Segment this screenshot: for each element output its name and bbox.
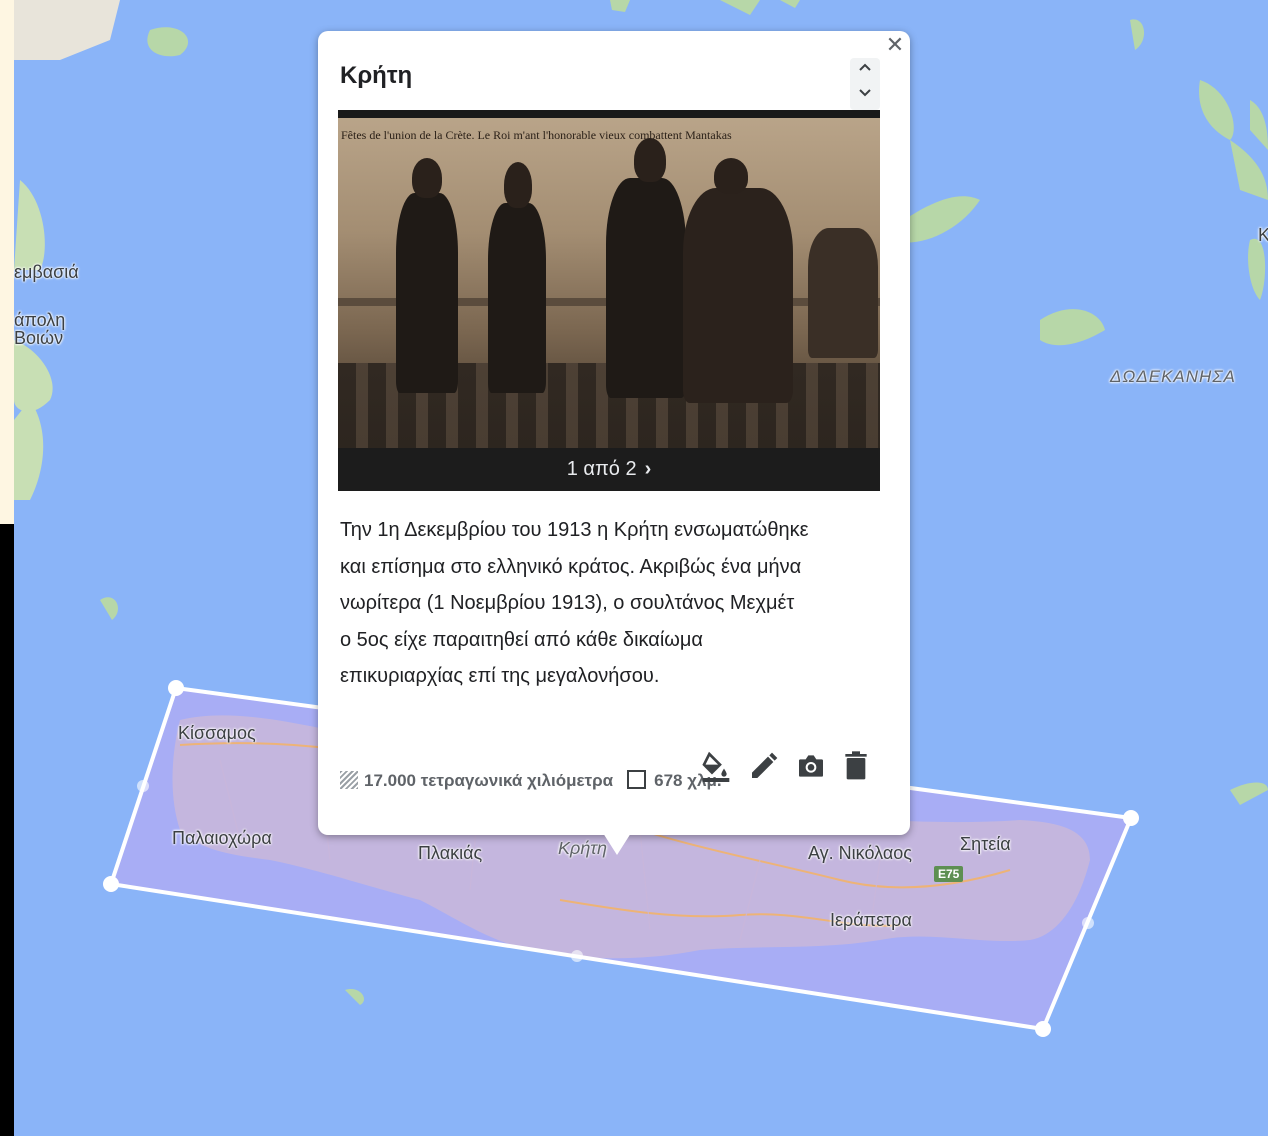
area-value: 17.000 τετραγωνικά χιλιόμετρα: [364, 771, 614, 790]
camera-icon[interactable]: [795, 750, 827, 782]
trash-icon[interactable]: [840, 750, 872, 782]
photo-figure: [488, 203, 546, 393]
photo-caption: Fêtes de l'union de la Crète. Le Roi m'a…: [341, 128, 732, 142]
perimeter-value: 678 χλμ.: [654, 771, 722, 790]
popup-pointer: [603, 833, 631, 855]
perimeter-icon: [627, 770, 647, 789]
popup-scroll-controls: [850, 58, 880, 110]
map-label-kissamos: Κίσσαμος: [178, 723, 256, 743]
photo-figure: [396, 193, 458, 393]
photo-figure: [606, 178, 686, 398]
popup-title: Κρήτη: [340, 62, 413, 89]
popup-measurements: 17.000 τετραγωνικά χιλιόμετρα 678 χλμ.: [340, 770, 722, 791]
chevron-right-icon[interactable]: ›: [644, 458, 652, 480]
left-panel-edge: [0, 0, 14, 524]
map-label-edge: Κ: [1258, 225, 1268, 245]
polygon-vertices[interactable]: [103, 680, 1139, 1037]
area-icon: [340, 771, 358, 789]
photo-figure: [808, 228, 878, 358]
map-label-plakias: Πλακιάς: [418, 843, 483, 863]
map-label-monemvasia: εμβασιά: [14, 262, 79, 282]
photo-figure: [683, 188, 793, 403]
map-label-ierapetra: Ιεράπετρα: [830, 910, 912, 930]
close-icon[interactable]: ✕: [885, 32, 905, 57]
map-label-palaiochora: Παλαιοχώρα: [172, 828, 272, 848]
road-shield-e75: E75: [934, 866, 964, 882]
map-label-neapoli: άπολη: [14, 310, 66, 330]
popup-description: Την 1η Δεκεμβρίου του 1913 η Κρήτη ενσωμ…: [340, 519, 809, 687]
map-label-voion: Βοιών: [14, 328, 64, 348]
chevron-up-icon[interactable]: [850, 60, 880, 84]
map-label-siteia: Σητεία: [960, 834, 1011, 854]
historical-photo: Fêtes de l'union de la Crète. Le Roi m'a…: [338, 118, 880, 448]
map-land: [14, 0, 1268, 1005]
paint-bucket-icon[interactable]: [700, 750, 732, 782]
map-label-ag-nikolaos: Αγ. Νικόλαος: [808, 843, 912, 863]
map-label-dodekanisa: ΔΩΔΕΚΑΝΗΣΑ: [1110, 367, 1236, 386]
map-label-kriti: Κρήτη: [558, 838, 608, 858]
popup-photo[interactable]: Fêtes de l'union de la Crète. Le Roi m'a…: [338, 110, 880, 491]
photo-pager: 1 από 2 ›: [338, 448, 880, 491]
photo-pager-text: 1 από 2: [566, 458, 637, 480]
chevron-down-icon[interactable]: [850, 84, 880, 108]
polygon-midpoints[interactable]: [137, 780, 1094, 962]
pencil-icon[interactable]: [748, 750, 780, 782]
